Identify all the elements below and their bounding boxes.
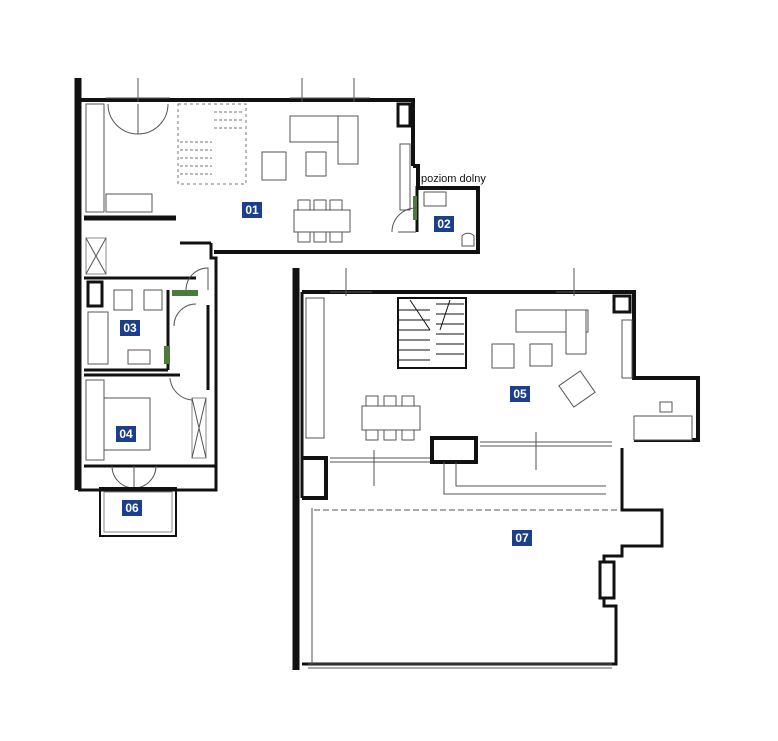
room-label-04: 04 bbox=[119, 427, 133, 441]
room-badge-04: 04 bbox=[116, 426, 136, 442]
room-badge-06: 06 bbox=[122, 500, 142, 516]
room-label-05: 05 bbox=[513, 387, 527, 401]
room-label-01: 01 bbox=[245, 203, 259, 217]
lower-level bbox=[74, 78, 480, 537]
room-badge-02: 02 bbox=[434, 216, 454, 232]
staircase-upper bbox=[397, 297, 467, 369]
room-label-07: 07 bbox=[515, 531, 529, 545]
room-label-06: 06 bbox=[125, 501, 139, 515]
room-label-02: 02 bbox=[437, 217, 451, 231]
room-badge-07: 07 bbox=[512, 530, 532, 546]
dining-table-lower bbox=[293, 199, 351, 243]
room-label-03: 03 bbox=[123, 321, 137, 335]
dining-table-upper bbox=[361, 395, 421, 441]
room-badge-03: 03 bbox=[120, 320, 140, 336]
upper-level bbox=[292, 268, 700, 670]
level-note: poziom dolny bbox=[421, 173, 486, 185]
room-badge-05: 05 bbox=[510, 386, 530, 402]
room-badge-01: 01 bbox=[242, 202, 262, 218]
staircase-lower bbox=[177, 103, 247, 185]
